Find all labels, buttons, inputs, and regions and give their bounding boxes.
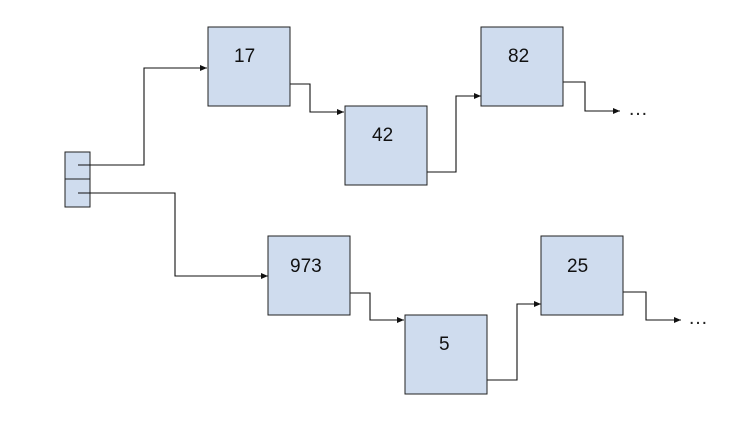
node-value: 973 — [290, 256, 322, 277]
node-value: 42 — [372, 125, 393, 146]
connector-head-to-list-2 — [78, 192, 268, 279]
continuation-ellipsis: … — [688, 307, 708, 329]
list-node: 25 — [540, 235, 624, 316]
head-pointer-array — [64, 151, 91, 208]
node-value: 17 — [234, 46, 255, 67]
list-node: 82 — [480, 26, 564, 107]
connector-head-to-list-1 — [78, 65, 207, 166]
node-value: 5 — [439, 334, 450, 355]
continuation-ellipsis: … — [628, 98, 648, 120]
list-node: 42 — [344, 105, 428, 186]
linked-list-2: 973 5 25 … — [267, 235, 708, 395]
list-node: 973 — [267, 235, 351, 316]
list-node: 17 — [207, 26, 291, 107]
linked-list-1: 17 42 82 … — [207, 26, 648, 186]
list-node: 5 — [404, 314, 488, 395]
node-value: 25 — [567, 256, 588, 277]
node-value: 82 — [508, 46, 529, 67]
